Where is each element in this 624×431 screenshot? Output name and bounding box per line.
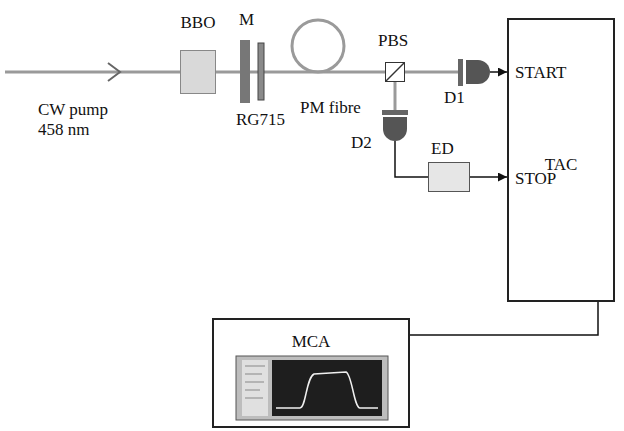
- beam-splitter-outline: [386, 63, 404, 81]
- beam-direction: [108, 63, 120, 81]
- node-text: ED: [431, 139, 454, 159]
- screen-frame: [236, 356, 388, 420]
- screen-display: [272, 360, 382, 416]
- detector-outline: [466, 60, 490, 84]
- filter-label: RG715: [236, 110, 285, 130]
- fibre-label: PM fibre: [300, 98, 361, 118]
- filter-plate: [258, 43, 264, 100]
- node-text: STOP: [515, 169, 556, 189]
- screen-line: [245, 390, 260, 391]
- crystal-box: BBO: [180, 50, 216, 94]
- mca-box: MCA: [212, 318, 410, 428]
- screen-line: [245, 398, 263, 399]
- mca-screen: [236, 356, 388, 420]
- detector-shape: [466, 60, 490, 84]
- signal-wire: [410, 302, 598, 335]
- detector: D2: [383, 117, 407, 141]
- node-text: BBO: [181, 13, 216, 33]
- signal-wire: [470, 176, 507, 178]
- screen-line: [245, 374, 262, 375]
- detector: D1: [466, 60, 490, 84]
- detector-outline: [383, 117, 407, 141]
- beam-splitter-shape: [386, 63, 404, 81]
- screen-line: [245, 366, 265, 367]
- detector-filter: [458, 59, 463, 86]
- node-text: D2: [351, 133, 372, 153]
- tac-box: STARTTACSTOP: [507, 18, 615, 302]
- screen-panel: [242, 360, 268, 416]
- screen-line: [245, 382, 264, 383]
- mirror-plate: [240, 40, 250, 103]
- source-label: CW pump 458 nm: [38, 100, 118, 139]
- signal-wire: [490, 71, 507, 73]
- node-text: START: [515, 63, 566, 83]
- node-text: PBS: [378, 31, 408, 51]
- signal-wire: [395, 141, 428, 177]
- mirror-label: M: [239, 10, 254, 30]
- electronic-delay: ED: [428, 162, 470, 192]
- node-text: D1: [444, 88, 465, 108]
- histogram-curve: [276, 372, 378, 408]
- detector-shape: [383, 117, 407, 141]
- beam-splitter: PBS: [385, 62, 405, 82]
- detector-filter: [382, 110, 408, 115]
- node-text: MCA: [292, 332, 331, 352]
- fibre-loop: [292, 20, 344, 72]
